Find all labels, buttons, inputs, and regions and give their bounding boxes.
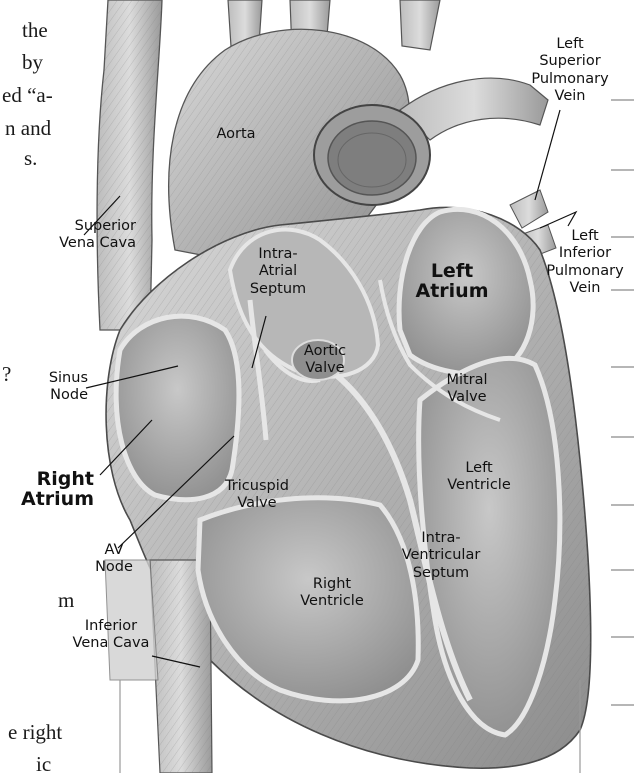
label-inferior-vena-cava: Inferior Vena Cava — [64, 618, 158, 653]
right-atrium-chamber — [116, 316, 239, 500]
label-left-superior-pulmonary-vein: Left Superior Pulmonary Vein — [518, 36, 622, 106]
label-aorta: Aorta — [196, 126, 276, 143]
label-av-node: AV Node — [84, 542, 144, 577]
label-aortic-valve: Aortic Valve — [290, 343, 360, 378]
label-sinus-node: Sinus Node — [28, 370, 88, 405]
label-right-atrium: Right Atrium — [4, 470, 94, 510]
leader-line — [540, 212, 576, 228]
label-left-inferior-pulmonary-vein: Left Inferior Pulmonary Vein — [536, 228, 634, 298]
margin-ticks — [611, 100, 634, 705]
pulmonary-trunk-ring — [314, 105, 430, 205]
label-left-atrium: Left Atrium — [402, 262, 502, 302]
left-superior-pulmonary-vein-vessel — [510, 190, 548, 228]
label-right-ventricle: Right Ventricle — [282, 576, 382, 611]
label-superior-vena-cava: Superior Vena Cava — [20, 218, 136, 253]
label-intra-atrial-septum: Intra- Atrial Septum — [238, 246, 318, 298]
label-mitral-valve: Mitral Valve — [432, 372, 502, 407]
label-tricuspid-valve: Tricuspid Valve — [212, 478, 302, 513]
label-intra-ventricular-septum: Intra- Ventricular Septum — [386, 530, 496, 582]
label-left-ventricle: Left Ventricle — [434, 460, 524, 495]
